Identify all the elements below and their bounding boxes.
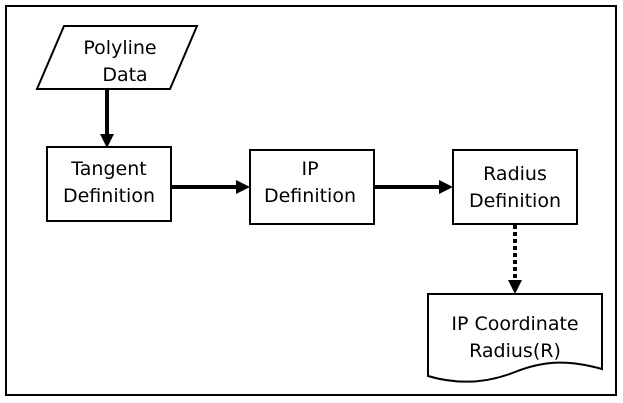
- arrowhead-tangent-to-ip: [236, 180, 250, 194]
- process-box-tangent: [46, 146, 172, 222]
- node-ip-coordinate-line1: IP Coordinate: [451, 313, 578, 335]
- node-tangent-definition-line1: Tangent: [70, 158, 146, 180]
- arrowhead-radius-to-output: [508, 280, 522, 294]
- node-ip-coordinate-line2: Radius(R): [469, 340, 561, 362]
- node-polyline-data-line2: Data: [102, 64, 147, 86]
- arrowhead-polyline-to-tangent: [100, 134, 114, 148]
- node-radius-definition-line2: Definition: [469, 190, 561, 212]
- node-ip-definition-line2: Definition: [264, 185, 356, 207]
- node-ip-definition-line1: IP: [301, 158, 318, 180]
- node-tangent-definition-line2: Definition: [63, 185, 155, 207]
- process-box-ip: [249, 149, 375, 225]
- arrowhead-ip-to-radius: [439, 180, 453, 194]
- process-box-radius: [452, 149, 578, 225]
- node-radius-definition: Radius Definition: [452, 149, 578, 225]
- node-tangent-definition: Tangent Definition: [46, 146, 172, 222]
- node-ip-coordinate-radius: IP Coordinate Radius(R): [427, 293, 603, 383]
- node-polyline-data-line1: Polyline: [83, 37, 156, 59]
- node-radius-definition-line1: Radius: [483, 163, 547, 185]
- node-polyline-data: Polyline Data: [35, 25, 199, 90]
- node-ip-definition: IP Definition: [249, 149, 375, 225]
- connectors: [100, 89, 522, 294]
- output-document-shape: [427, 293, 603, 383]
- data-input-parallelogram: [35, 25, 199, 90]
